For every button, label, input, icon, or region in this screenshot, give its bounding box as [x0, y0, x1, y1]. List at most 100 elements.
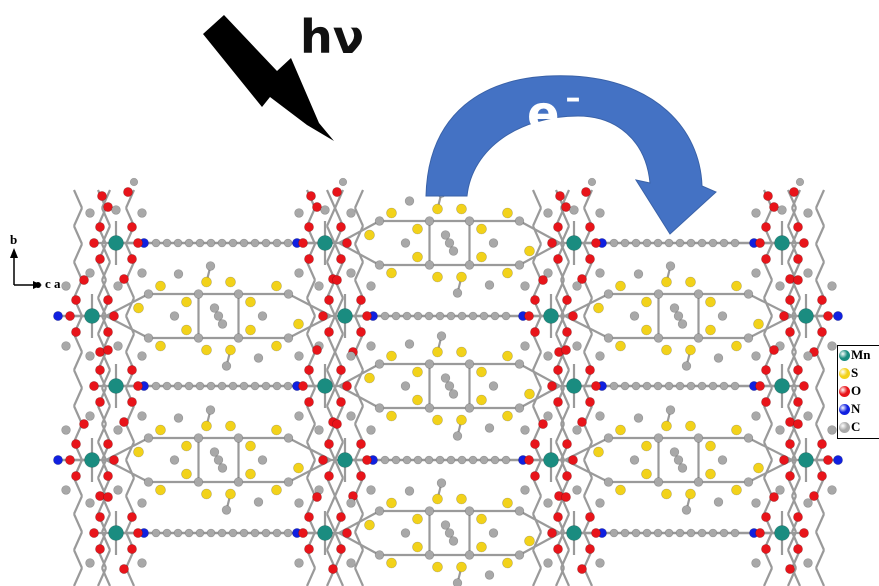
atom-o	[530, 471, 540, 481]
atom-c	[693, 333, 704, 343]
atom-s	[412, 223, 423, 235]
atom-s	[225, 488, 236, 500]
atom-c	[514, 506, 525, 516]
bond	[582, 297, 594, 317]
bond	[305, 405, 317, 425]
atom-o	[119, 417, 129, 427]
atom-mn	[774, 378, 790, 394]
atom-s	[181, 440, 192, 452]
atom-o	[356, 471, 366, 481]
atom-c	[675, 238, 685, 248]
atom-o	[127, 254, 137, 264]
atom-o	[103, 327, 113, 337]
atom-c	[137, 208, 147, 218]
atom-o	[298, 381, 308, 391]
bond	[353, 567, 365, 586]
atom-c	[193, 289, 204, 299]
atom-s	[432, 414, 443, 426]
atom-o	[755, 238, 765, 248]
atom-c	[803, 558, 813, 568]
atom-layer	[53, 177, 843, 586]
atom-c	[484, 423, 495, 433]
atom-c	[221, 361, 232, 371]
atom-s	[155, 280, 166, 292]
atom-c	[380, 455, 390, 465]
atom-s	[641, 324, 652, 336]
atom-o	[769, 345, 779, 355]
atom-c	[501, 311, 511, 321]
bond	[582, 459, 594, 479]
atom-o	[312, 345, 322, 355]
atom-c	[631, 238, 641, 248]
atom-c	[673, 455, 684, 465]
bond	[559, 261, 571, 281]
bond	[305, 567, 317, 586]
atom-c	[484, 570, 495, 580]
atom-c	[514, 260, 525, 270]
bond	[762, 567, 774, 586]
atom-c	[61, 341, 71, 351]
atom-c	[708, 381, 718, 391]
bond	[124, 441, 136, 461]
atom-s	[476, 223, 487, 235]
atom-o	[817, 439, 827, 449]
atom-o	[793, 365, 803, 375]
atom-c	[113, 341, 123, 351]
atom-o	[332, 187, 342, 197]
atom-c	[673, 311, 684, 321]
bond	[582, 477, 594, 497]
atom-mn	[337, 308, 353, 324]
bond	[325, 477, 337, 497]
atom-c	[653, 528, 663, 538]
atom-s	[705, 468, 716, 480]
bond	[124, 495, 136, 515]
bond	[762, 477, 774, 497]
atom-s	[432, 561, 443, 573]
atom-c	[464, 260, 475, 270]
atom-s	[245, 440, 256, 452]
atom-c	[113, 485, 123, 495]
atom-s	[641, 296, 652, 308]
atom-mn	[108, 378, 124, 394]
atom-c	[404, 486, 415, 496]
atom-o	[342, 528, 352, 538]
bond	[305, 279, 317, 299]
atom-o	[769, 492, 779, 502]
atom-s	[271, 340, 282, 352]
bond	[305, 297, 317, 317]
bond	[96, 279, 108, 299]
atom-s	[364, 519, 375, 531]
atom-c	[681, 505, 692, 515]
atom-o	[785, 327, 795, 337]
bond	[353, 549, 365, 569]
atom-c	[633, 269, 644, 279]
atom-c	[195, 238, 205, 248]
atom-c	[366, 281, 376, 291]
atom-s	[293, 462, 304, 474]
atom-mn	[566, 235, 582, 251]
atom-o	[89, 528, 99, 538]
atom-o	[71, 471, 81, 481]
atom-c	[294, 268, 304, 278]
bond	[559, 549, 571, 569]
atom-c	[653, 333, 664, 343]
atom-s	[432, 346, 443, 358]
atom-c	[457, 311, 467, 321]
atom-c	[751, 498, 761, 508]
atom-c	[730, 381, 740, 391]
bond	[100, 531, 112, 551]
atom-o	[761, 365, 771, 375]
atom-c	[572, 425, 582, 435]
atom-c	[436, 478, 447, 488]
atom-c	[250, 381, 260, 391]
atom-c	[374, 506, 385, 516]
atom-c	[404, 339, 415, 349]
atom-o	[761, 512, 771, 522]
atom-s	[412, 366, 423, 378]
atom-s	[386, 410, 397, 422]
atom-c	[669, 303, 680, 313]
atom-o	[332, 419, 342, 429]
atom-c	[543, 558, 553, 568]
atom-s	[245, 324, 256, 336]
atom-n	[53, 455, 63, 465]
